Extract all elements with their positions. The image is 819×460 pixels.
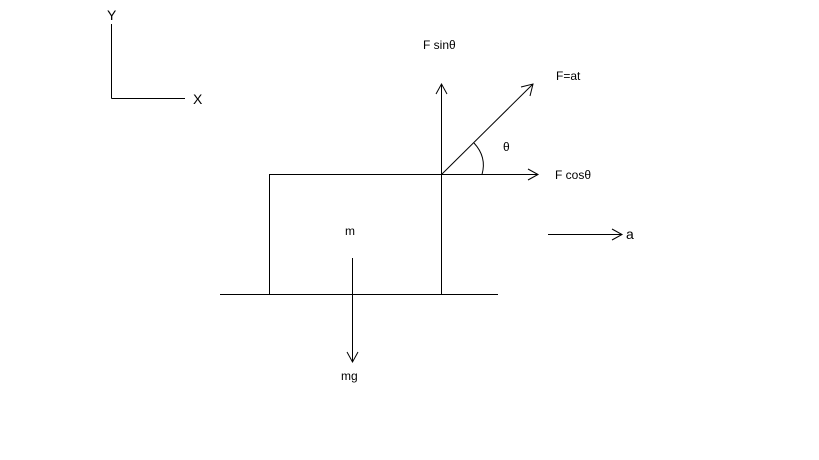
acceleration-arrow-head bbox=[611, 228, 624, 241]
angle-arc bbox=[473, 142, 484, 175]
coordinate-axes: Y X bbox=[107, 7, 203, 107]
f-cos-arrow bbox=[441, 168, 540, 181]
angle-label: θ bbox=[503, 140, 510, 154]
weight-label: mg bbox=[341, 369, 358, 383]
f-sin-arrow bbox=[435, 82, 448, 175]
acceleration-arrow bbox=[548, 228, 624, 241]
applied-force-arrow-shaft bbox=[441, 83, 534, 175]
block-mass-label: m bbox=[345, 224, 355, 238]
f-cos-label: F cosθ bbox=[555, 168, 591, 182]
weight-arrow-head bbox=[346, 351, 359, 364]
applied-force-arrow-head bbox=[520, 83, 534, 97]
f-cos-arrow-head bbox=[527, 168, 540, 181]
weight-arrow bbox=[346, 258, 359, 364]
f-sin-arrow-head bbox=[435, 82, 448, 95]
block bbox=[269, 174, 442, 295]
f-sin-label: F sinθ bbox=[423, 38, 456, 52]
y-axis-label: Y bbox=[107, 7, 117, 23]
applied-force-label: F=at bbox=[556, 69, 581, 83]
x-axis-label: X bbox=[193, 91, 203, 107]
acceleration-label: a bbox=[626, 226, 634, 242]
applied-force-arrow bbox=[441, 83, 534, 175]
